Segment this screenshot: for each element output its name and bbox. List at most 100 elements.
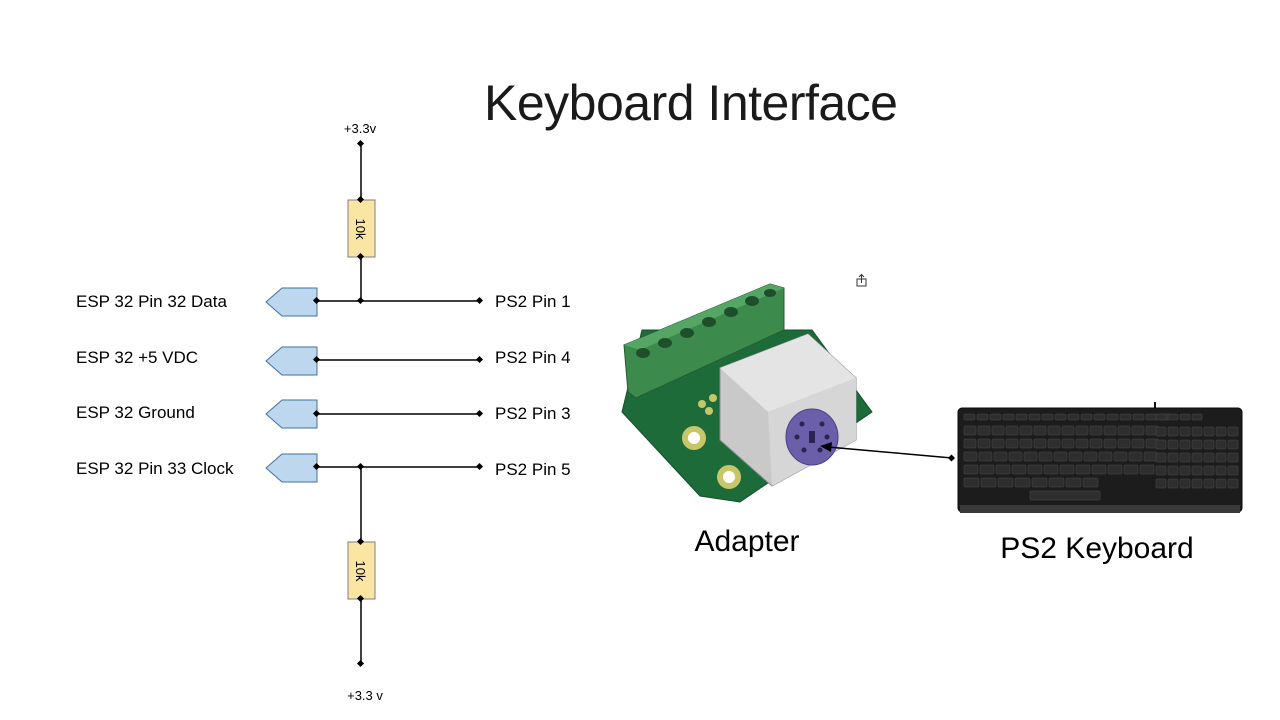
keyboard-key <box>1093 413 1106 421</box>
adapter-image <box>621 283 873 503</box>
signal-row-clock: ESP 32 Pin 33 Clock PS2 Pin 5 <box>76 453 571 483</box>
keyboard-numpad-key <box>1227 478 1239 489</box>
keyboard-key <box>991 438 1005 449</box>
keyboard-key <box>1083 451 1098 462</box>
keyboard-key <box>1038 451 1053 462</box>
keyboard-key <box>1067 413 1080 421</box>
keyboard-numpad-key <box>1203 439 1215 450</box>
keyboard-key <box>976 413 989 421</box>
top-resistor-label: 10k <box>353 219 368 240</box>
keyboard-key <box>1119 413 1132 421</box>
top-resistor-node-a <box>356 195 365 204</box>
keyboard-key <box>1091 464 1107 475</box>
keyboard-key <box>979 464 995 475</box>
keyboard-key <box>1019 438 1033 449</box>
bottom-resistor-label: 10k <box>353 561 368 582</box>
adapter-terminal-screws <box>636 289 776 358</box>
keyboard-numpad-key <box>1155 478 1167 489</box>
esp-label-data: ESP 32 Pin 32 Data <box>76 292 227 311</box>
port-symbol-ground <box>265 399 318 429</box>
bottom-supply-label: +3.3 v <box>347 688 383 703</box>
adapter-terminal-top <box>624 284 784 350</box>
keyboard-key <box>1061 425 1075 436</box>
signal-row-ground: ESP 32 Ground PS2 Pin 3 <box>76 399 571 429</box>
keyboard-key <box>993 451 1008 462</box>
keyboard-connector-node <box>947 454 956 462</box>
port-symbol-clock <box>265 453 318 483</box>
keyboard-key <box>977 438 991 449</box>
keyboard-key <box>963 413 976 421</box>
keyboard-key <box>1098 451 1113 462</box>
keyboard-key <box>1005 425 1019 436</box>
top-resistor-node-b <box>356 252 365 261</box>
keyboard-numpad-key <box>1227 426 1239 437</box>
keyboard-key <box>1131 438 1145 449</box>
keyboard-spacebar <box>1029 490 1101 501</box>
keyboard-key <box>1128 451 1143 462</box>
keyboard-numpad-key <box>1203 426 1215 437</box>
signal-row-5vdc: ESP 32 +5 VDC PS2 Pin 4 <box>76 346 571 376</box>
keyboard-key <box>963 464 979 475</box>
top-supply-label: +3.3v <box>344 121 377 136</box>
keyboard-numpad-key <box>1191 478 1203 489</box>
keyboard-key <box>991 425 1005 436</box>
keyboard-numpad-key <box>1203 452 1215 463</box>
ps2-node-clock <box>475 462 484 471</box>
keyboard-key <box>1019 425 1033 436</box>
keyboard-key <box>1014 477 1031 488</box>
bottom-supply-node <box>356 659 365 668</box>
keyboard-key <box>997 477 1014 488</box>
top-supply-node <box>356 139 365 148</box>
ps2-label-data: PS2 Pin 1 <box>495 292 571 311</box>
keyboard-key <box>1011 464 1027 475</box>
keyboard-numpad-key <box>1167 426 1179 437</box>
slide-title: Keyboard Interface <box>484 75 898 131</box>
keyboard-numpad-key <box>1191 465 1203 476</box>
keyboard-key <box>1143 451 1158 462</box>
signal-row-data: ESP 32 Pin 32 Data PS2 Pin 1 <box>76 287 571 317</box>
keyboard-key <box>1054 413 1067 421</box>
keyboard-numpad-key <box>1215 452 1227 463</box>
keyboard-numpad-key <box>1215 439 1227 450</box>
bottom-pullup: 10k +3.3 v <box>347 462 383 703</box>
keyboard-numpad-key <box>1167 413 1179 421</box>
keyboard-numpad-key <box>1179 478 1191 489</box>
keyboard-numpad-key <box>1167 465 1179 476</box>
keyboard-key <box>1015 413 1028 421</box>
keyboard-numpad-key <box>1191 452 1203 463</box>
keyboard-numpad-key <box>1191 426 1203 437</box>
keyboard-key <box>1117 425 1131 436</box>
keyboard-key <box>980 477 997 488</box>
keyboard-key <box>1106 413 1119 421</box>
keyboard-key <box>1123 464 1139 475</box>
keyboard-key <box>1043 464 1059 475</box>
keyboard-key <box>963 425 977 436</box>
esp-label-ground: ESP 32 Ground <box>76 403 195 422</box>
keyboard-key <box>1089 425 1103 436</box>
keyboard-key <box>1075 464 1091 475</box>
keyboard-numpad-key <box>1227 465 1239 476</box>
share-icon[interactable] <box>856 273 867 287</box>
keyboard-key <box>1113 451 1128 462</box>
keyboard-numpad-key <box>1191 413 1203 421</box>
keyboard-key <box>1002 413 1015 421</box>
keyboard-key <box>1082 477 1099 488</box>
keyboard-numpad-key <box>1167 478 1179 489</box>
keyboard-key <box>1061 438 1075 449</box>
keyboard-key <box>1145 413 1158 421</box>
keyboard-numpad-key <box>1155 426 1167 437</box>
keyboard-key <box>1089 438 1103 449</box>
keyboard-key <box>1103 438 1117 449</box>
keyboard-numpad-key <box>1227 439 1239 450</box>
bottom-resistor-node-b <box>356 594 365 603</box>
bottom-junction-node <box>356 462 365 471</box>
keyboard-numpad-key <box>1167 452 1179 463</box>
keyboard-key <box>963 438 977 449</box>
keyboard-key <box>1023 451 1038 462</box>
keyboard-keys <box>963 413 1239 501</box>
port-symbol-5vdc <box>265 346 318 376</box>
bottom-resistor-node-a <box>356 537 365 546</box>
ps2-label-clock: PS2 Pin 5 <box>495 460 571 479</box>
keyboard-numpad-key <box>1179 426 1191 437</box>
